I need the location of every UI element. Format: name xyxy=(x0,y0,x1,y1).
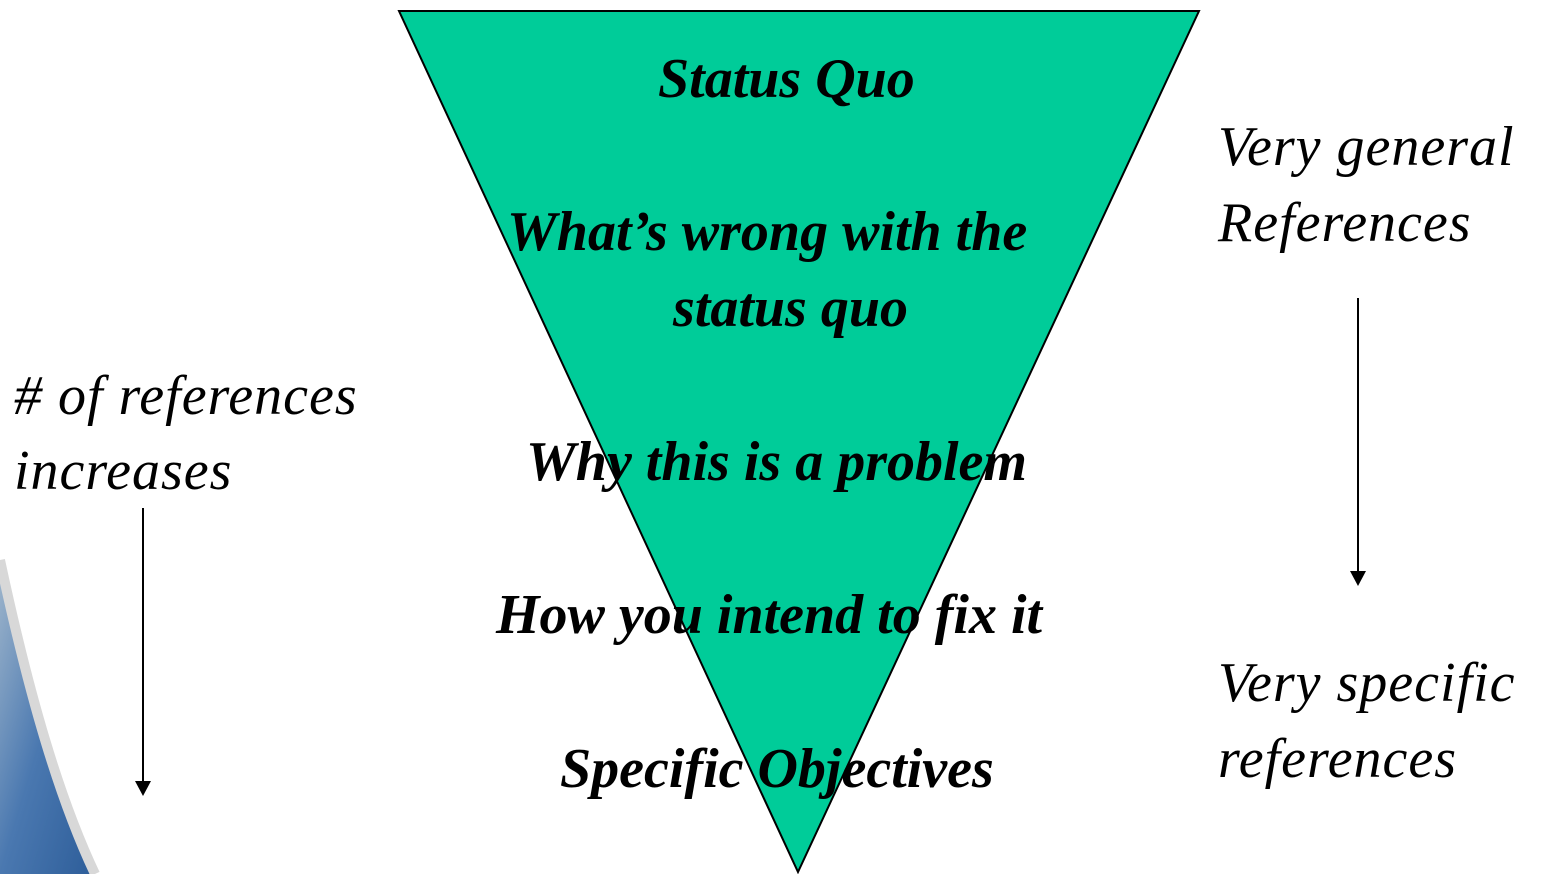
background-swoosh-edge xyxy=(0,558,100,874)
stage-specific-objectives: Specific Objectives xyxy=(560,738,994,800)
background-swoosh xyxy=(0,560,95,874)
stage-status-quo: Status Quo xyxy=(658,48,915,110)
stage-how-fix: How you intend to fix it xyxy=(496,584,1043,646)
left-arrow-head xyxy=(135,781,151,796)
funnel-triangle xyxy=(397,10,1201,874)
left-note-line2: increases xyxy=(14,440,233,502)
stage-whats-wrong-line2: status quo xyxy=(673,277,908,339)
stage-why-problem: Why this is a problem xyxy=(526,431,1027,493)
right-top-note-line2: References xyxy=(1218,192,1472,254)
right-bottom-note-line1: Very specific xyxy=(1218,652,1516,714)
right-top-note-line1: Very general xyxy=(1218,116,1515,178)
left-note-line1: # of references xyxy=(14,365,358,427)
right-bottom-note-line2: references xyxy=(1218,728,1458,790)
right-arrow-head xyxy=(1350,571,1366,586)
stage-whats-wrong-line1: What’s wrong with the xyxy=(507,201,1028,263)
